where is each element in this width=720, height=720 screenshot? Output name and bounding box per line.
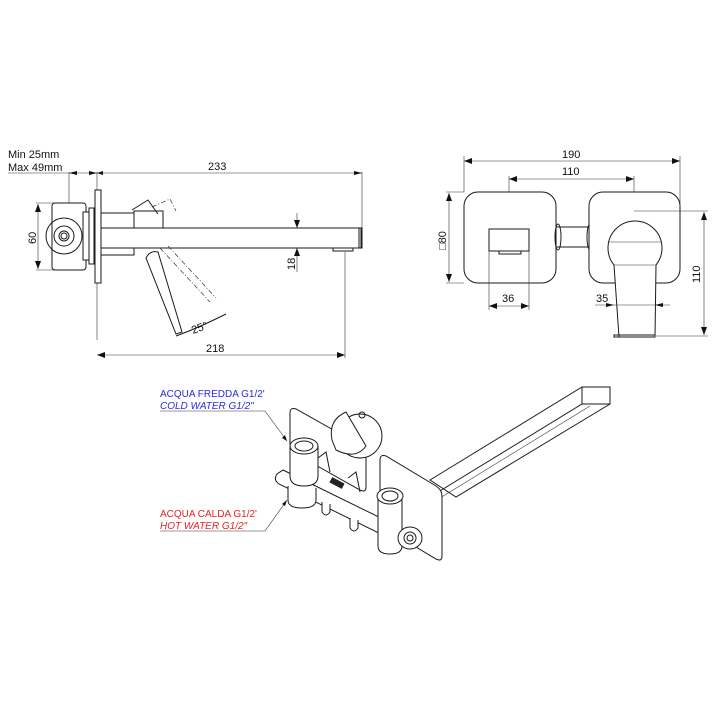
cold-water-label-it: ACQUA FREDDA G1/2' [160,389,265,400]
dim-218: 218 [206,343,224,355]
dim-233: 233 [208,161,226,173]
dim-190: 190 [562,149,580,161]
dim-plate-80: □80 [437,231,449,250]
side-view: Min 25mm Max 49mm 233 60 [8,149,363,358]
dim-110-height: 110 [691,265,703,283]
dim-110-centers: 110 [562,166,580,178]
hot-water-label-it: ACQUA CALDA G1/2' [160,509,257,520]
iso-view: ACQUA FREDDA G1/2' COLD WATER G1/2" ACQU… [160,386,611,561]
dim-35: 35 [596,293,608,305]
wall-min-label: Min 25mm [8,149,59,161]
front-view: 190 110 □80 36 35 [437,149,708,338]
wall-max-label: Max 49mm [8,162,62,174]
cold-water-label-en: COLD WATER G1/2" [160,401,254,412]
hot-water-label-en: HOT WATER G1/2" [160,521,248,532]
dim-36: 36 [502,293,514,305]
dim-60: 60 [27,232,39,244]
dim-25-deg: 25° [190,320,210,337]
dim-18: 18 [286,258,298,270]
